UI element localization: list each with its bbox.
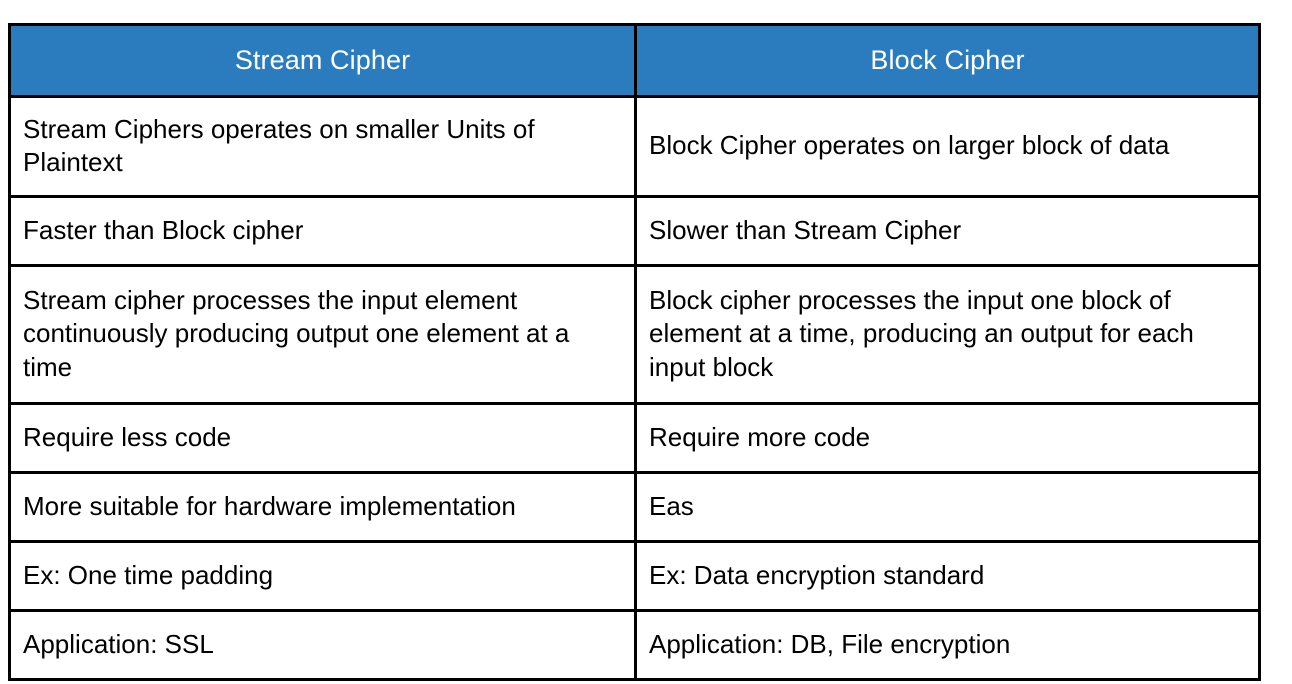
cell-block-cipher-code: Require more code bbox=[634, 402, 1261, 474]
header-row: Stream Cipher Block Cipher bbox=[8, 23, 1261, 98]
cell-stream-cipher-code: Require less code bbox=[8, 402, 637, 474]
cipher-comparison-table: Stream Cipher Block Cipher Stream Cipher… bbox=[8, 23, 1261, 681]
cell-block-cipher-speed: Slower than Stream Cipher bbox=[634, 195, 1261, 267]
cell-stream-cipher-implementation: More suitable for hardware implementatio… bbox=[8, 471, 637, 543]
cell-block-cipher-implementation: Eas bbox=[634, 471, 1261, 543]
table-body: Stream Ciphers operates on smaller Units… bbox=[8, 95, 1261, 681]
table-row: Ex: One time padding Ex: Data encryption… bbox=[8, 540, 1261, 612]
column-header-stream-cipher: Stream Cipher bbox=[8, 23, 637, 98]
table-row: Require less code Require more code bbox=[8, 402, 1261, 474]
table-row: Stream Ciphers operates on smaller Units… bbox=[8, 95, 1261, 198]
table-row: More suitable for hardware implementatio… bbox=[8, 471, 1261, 543]
table-row: Application: SSL Application: DB, File e… bbox=[8, 609, 1261, 681]
cell-block-cipher-processing: Block cipher processes the input one blo… bbox=[634, 264, 1261, 405]
cell-block-cipher-units: Block Cipher operates on larger block of… bbox=[634, 95, 1261, 198]
table-row: Stream cipher processes the input elemen… bbox=[8, 264, 1261, 405]
cell-block-cipher-application: Application: DB, File encryption bbox=[634, 609, 1261, 681]
cell-stream-cipher-units: Stream Ciphers operates on smaller Units… bbox=[8, 95, 637, 198]
cell-stream-cipher-speed: Faster than Block cipher bbox=[8, 195, 637, 267]
cell-stream-cipher-application: Application: SSL bbox=[8, 609, 637, 681]
column-header-block-cipher: Block Cipher bbox=[634, 23, 1261, 98]
cell-stream-cipher-processing: Stream cipher processes the input elemen… bbox=[8, 264, 637, 405]
table-header: Stream Cipher Block Cipher bbox=[8, 23, 1261, 98]
table-row: Faster than Block cipher Slower than Str… bbox=[8, 195, 1261, 267]
cell-stream-cipher-example: Ex: One time padding bbox=[8, 540, 637, 612]
cell-block-cipher-example: Ex: Data encryption standard bbox=[634, 540, 1261, 612]
